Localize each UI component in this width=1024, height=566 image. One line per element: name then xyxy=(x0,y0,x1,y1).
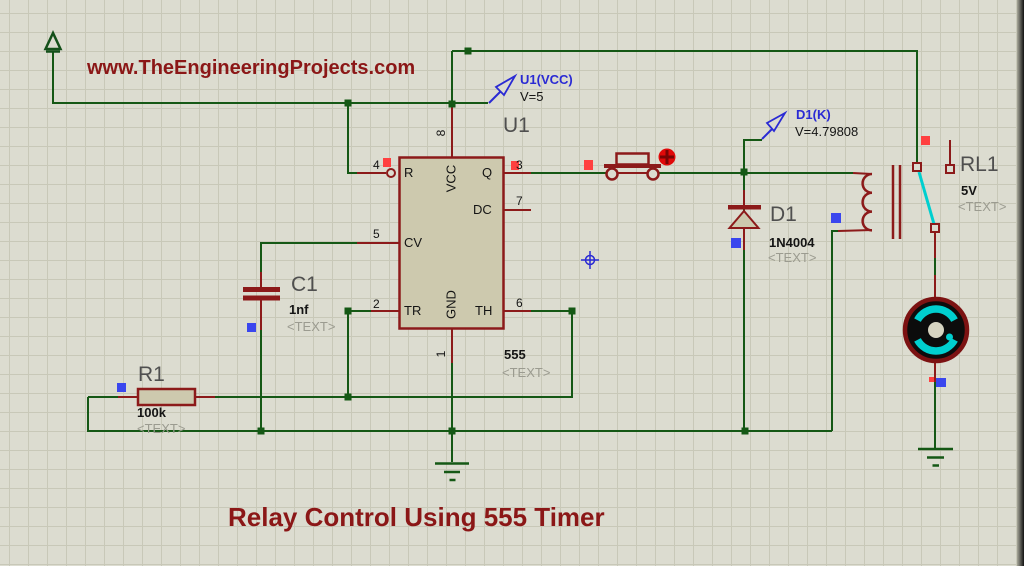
button-contact-right xyxy=(646,167,660,181)
wire-probe-d1k[interactable] xyxy=(743,139,762,172)
probe-vcc-reading: V=5 xyxy=(520,89,544,104)
ic-text-placeholder[interactable]: <TEXT> xyxy=(502,365,551,380)
motor-shaft xyxy=(928,322,944,338)
pin-name-dc: DC xyxy=(473,202,492,217)
probe-arrowhead-icon xyxy=(494,73,518,97)
pin-number-8: 8 xyxy=(434,129,448,137)
pin-number-6: 6 xyxy=(516,296,523,310)
resistor-body[interactable] xyxy=(136,387,197,407)
capacitor-text-placeholder[interactable]: <TEXT> xyxy=(287,319,336,334)
pin-name-q: Q xyxy=(482,165,493,180)
button-cap[interactable] xyxy=(615,152,650,166)
relay[interactable] xyxy=(861,162,955,239)
pin-stubs xyxy=(118,105,951,398)
resistor-value-label[interactable]: 100k xyxy=(137,405,166,420)
diode-body[interactable] xyxy=(727,205,761,229)
relay-armature[interactable] xyxy=(917,171,936,225)
reset-bubble-icon xyxy=(386,168,396,178)
wire-coil-bottom[interactable] xyxy=(831,230,838,431)
junction-dots xyxy=(257,47,749,435)
diode-value-label[interactable]: 1N4004 xyxy=(769,235,815,250)
pin-name-vcc: VCC xyxy=(443,164,459,193)
ground-icon[interactable] xyxy=(918,447,953,467)
relay-contact-pole xyxy=(912,162,922,172)
diode-triangle xyxy=(727,209,761,229)
relay-contact-throw xyxy=(930,223,940,233)
probe-arrowhead-icon xyxy=(765,110,788,133)
motor-rotor-arc-top xyxy=(914,305,958,323)
wire-th[interactable] xyxy=(531,310,573,397)
diode-ref-label[interactable]: D1 xyxy=(770,203,797,226)
wire-tr[interactable] xyxy=(347,310,371,397)
wire-top-rail[interactable] xyxy=(452,50,918,164)
wire-cv[interactable] xyxy=(260,242,357,273)
button-actuator-cross xyxy=(660,150,674,164)
origin-crosshair-icon xyxy=(581,251,599,269)
power-terminal[interactable] xyxy=(43,30,63,53)
pin-number-2: 2 xyxy=(373,297,380,311)
pin-number-3: 3 xyxy=(516,158,523,172)
pin-name-cv: CV xyxy=(404,235,423,250)
relay-core xyxy=(891,165,902,239)
relay-text-placeholder[interactable]: <TEXT> xyxy=(958,199,1007,214)
relay-ref-label[interactable]: RL1 xyxy=(960,153,999,176)
watermark-text: www.TheEngineeringProjects.com xyxy=(87,57,416,79)
diode-text-placeholder[interactable]: <TEXT> xyxy=(768,250,817,265)
wire-ground-rail[interactable] xyxy=(87,397,832,432)
capacitor-value-label[interactable]: 1nf xyxy=(289,302,309,317)
relay-contact-nc xyxy=(945,164,955,174)
wire-power-rail[interactable] xyxy=(52,52,488,104)
pin-name-th: TH xyxy=(475,303,493,318)
probe-d1k-arrow[interactable] xyxy=(761,110,788,140)
probe-vcc-arrow[interactable] xyxy=(488,73,518,104)
pin-name-r: R xyxy=(404,165,414,180)
pin-number-5: 5 xyxy=(373,227,380,241)
probe-d1k-label[interactable]: D1(K) xyxy=(796,107,831,122)
state-markers-blue xyxy=(117,213,946,392)
diode-cathode-bar xyxy=(728,205,761,210)
power-arrow-icon xyxy=(43,30,63,51)
resistor-text-placeholder[interactable]: <TEXT> xyxy=(137,421,186,436)
pin-number-4: 4 xyxy=(373,158,380,172)
wire-reset[interactable] xyxy=(347,103,357,174)
sheet-title: Relay Control Using 555 Timer xyxy=(228,502,605,532)
ic-ref-label[interactable]: U1 xyxy=(503,114,530,137)
relay-coil[interactable] xyxy=(861,172,873,232)
ic-555[interactable] xyxy=(386,156,505,330)
probe-vcc-label[interactable]: U1(VCC) xyxy=(520,72,573,87)
ground-icon[interactable] xyxy=(435,462,469,482)
push-button[interactable] xyxy=(604,148,676,181)
pin-name-gnd: GND xyxy=(443,290,459,319)
ground-symbols[interactable] xyxy=(435,447,953,482)
motor-rotor-arc-bottom xyxy=(914,337,958,355)
capacitor-body[interactable] xyxy=(243,287,280,301)
probe-d1k-reading: V=4.79808 xyxy=(795,124,859,139)
window-edge-strip xyxy=(1017,0,1024,566)
button-bar xyxy=(604,164,661,168)
ic-body[interactable] xyxy=(398,156,505,330)
motor-rotor-dot xyxy=(946,333,953,341)
pin-number-1: 1 xyxy=(434,350,448,358)
resistor-ref-label[interactable]: R1 xyxy=(138,363,165,386)
ic-value-label[interactable]: 555 xyxy=(504,347,526,362)
state-markers-red xyxy=(383,136,934,382)
capacitor-ref-label[interactable]: C1 xyxy=(291,273,318,296)
pin-name-tr: TR xyxy=(404,303,422,318)
motor[interactable] xyxy=(902,296,970,364)
relay-value-label[interactable]: 5V xyxy=(961,183,977,198)
coil-stub-bottom xyxy=(837,229,873,232)
button-contact-left xyxy=(605,167,619,181)
pin-number-7: 7 xyxy=(516,194,523,208)
